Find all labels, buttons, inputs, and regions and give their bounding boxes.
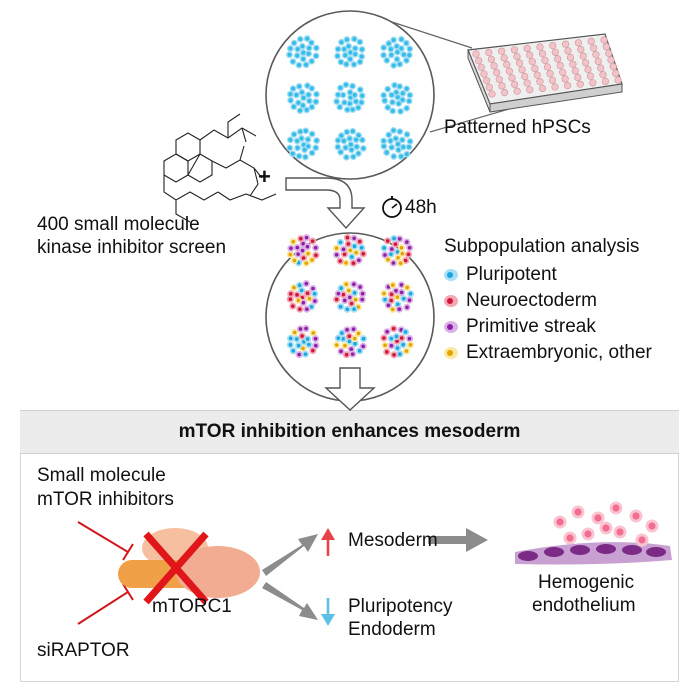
pluripotent-colony	[334, 35, 366, 68]
mixed-colony	[380, 234, 414, 267]
to-hemogenic-arrow	[428, 528, 488, 552]
mixed-colony	[286, 324, 320, 359]
legend-label: Neuroectoderm	[466, 290, 597, 311]
zoom-line-top	[391, 21, 473, 49]
legend-title: Subpopulation analysis	[444, 236, 640, 257]
siraptor-label: siRAPTOR	[37, 640, 130, 661]
mesoderm-label: Mesoderm	[348, 530, 438, 551]
legend-item: Neuroectoderm	[444, 288, 652, 314]
mixed-colony	[380, 325, 415, 359]
hemogenic-label-line1: Hemogenic	[538, 572, 635, 593]
patterned-label: Patterned hPSCs	[444, 117, 591, 138]
time-label: 48h	[405, 197, 437, 218]
mixed-colony	[286, 279, 319, 313]
pluripotent-colony	[333, 81, 366, 114]
up-arrow-icon	[321, 528, 335, 556]
legend-item: Extraembryonic, other	[444, 340, 652, 366]
mixed-colony	[333, 280, 367, 313]
legend-item: Pluripotent	[444, 262, 652, 288]
legend-label: Extraembryonic, other	[466, 342, 652, 363]
stopwatch-icon	[382, 196, 402, 218]
legend-swatch	[444, 295, 458, 307]
analysis-arrow	[324, 367, 376, 411]
pluripotent-colony	[380, 35, 414, 69]
legend-item: Primitive streak	[444, 314, 652, 340]
pluripotent-colony	[334, 127, 367, 161]
inhibitor-label-line1: Small molecule	[37, 465, 166, 486]
kinase-inhibitor-molecule	[163, 113, 277, 223]
inhibitor-label-line2: mTOR inhibitors	[37, 489, 174, 510]
pluripotent-colony	[286, 127, 321, 161]
result-banner: mTOR inhibition enhances mesoderm	[20, 410, 679, 454]
legend-label: Primitive streak	[466, 316, 596, 337]
endoderm-label: Endoderm	[348, 619, 436, 640]
legend-swatch	[444, 347, 458, 359]
hemogenic-endothelium-illustration	[515, 501, 672, 565]
pluripotent-colony-grid	[286, 35, 414, 161]
mixed-colony-grid	[286, 233, 415, 359]
down-arrow-icon	[321, 598, 335, 626]
screen-label-line2: kinase inhibitor screen	[37, 237, 227, 258]
screen-arrow	[285, 177, 366, 230]
pluripotent-colony	[286, 82, 320, 115]
mtorc1-label: mTORC1	[152, 596, 232, 617]
legend-swatch	[444, 321, 458, 333]
pluripotent-colony	[286, 35, 320, 69]
mtorc1-complex	[118, 528, 260, 598]
pluripotency-label: Pluripotency	[348, 596, 453, 617]
banner-title: mTOR inhibition enhances mesoderm	[178, 421, 521, 442]
pathway-arrows	[262, 528, 488, 620]
plus-sign: +	[258, 164, 271, 189]
inhibition-lines	[77, 521, 134, 625]
mixed-colony	[380, 281, 415, 314]
hemogenic-label-line2: endothelium	[532, 595, 636, 616]
mixed-colony	[333, 325, 368, 359]
legend-swatch	[444, 269, 458, 281]
legend-label: Pluripotent	[466, 264, 557, 285]
pluripotent-colony	[380, 127, 414, 160]
screen-label-line1: 400 small molecule	[37, 214, 200, 235]
mixed-colony	[332, 233, 367, 267]
mixed-colony	[286, 234, 320, 267]
pluripotent-colony	[380, 81, 414, 115]
x-cross-icon	[143, 531, 209, 605]
well-plate	[467, 33, 623, 113]
